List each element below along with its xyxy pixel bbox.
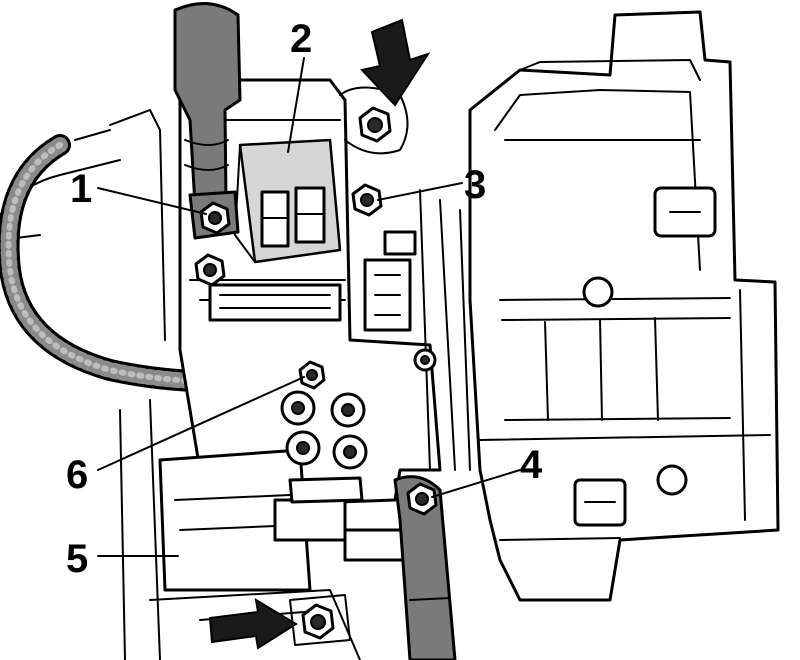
leader-lines — [97, 57, 521, 557]
bracket-tab — [343, 528, 407, 562]
lower-cable — [393, 475, 457, 660]
leader-2 — [287, 57, 305, 153]
cover-hole — [582, 276, 614, 308]
nut-top — [339, 86, 409, 155]
fuse-cluster — [280, 390, 368, 504]
terminal-strip — [208, 283, 342, 322]
callout-6: 6 — [66, 453, 88, 497]
nut-bottom — [289, 594, 351, 646]
cover-screw-socket — [656, 464, 688, 496]
leader-1 — [97, 187, 207, 215]
fuse-holder — [234, 138, 342, 264]
bolts — [194, 86, 438, 646]
nut-4 — [406, 482, 438, 516]
callout-2: 2 — [290, 17, 312, 61]
callout-5: 5 — [66, 537, 88, 581]
nut-6 — [298, 360, 326, 390]
small-connectors — [208, 230, 417, 332]
plug-latch — [383, 230, 417, 256]
arrow-right-icon — [208, 598, 298, 650]
nut-3 — [351, 183, 383, 217]
callout-3: 3 — [464, 163, 486, 207]
bracket-clamp — [273, 498, 347, 542]
leader-4 — [431, 469, 521, 498]
nut-1 — [199, 201, 231, 235]
arrow-down-icon — [360, 18, 431, 107]
callout-1: 1 — [70, 167, 92, 211]
lower-bracket — [149, 448, 407, 660]
nut-small-right — [413, 348, 437, 372]
leader-6 — [97, 376, 305, 471]
nut-left-lower — [194, 253, 226, 287]
callout-4: 4 — [520, 443, 543, 487]
housing-cover — [468, 10, 780, 602]
leader-3 — [377, 182, 463, 201]
